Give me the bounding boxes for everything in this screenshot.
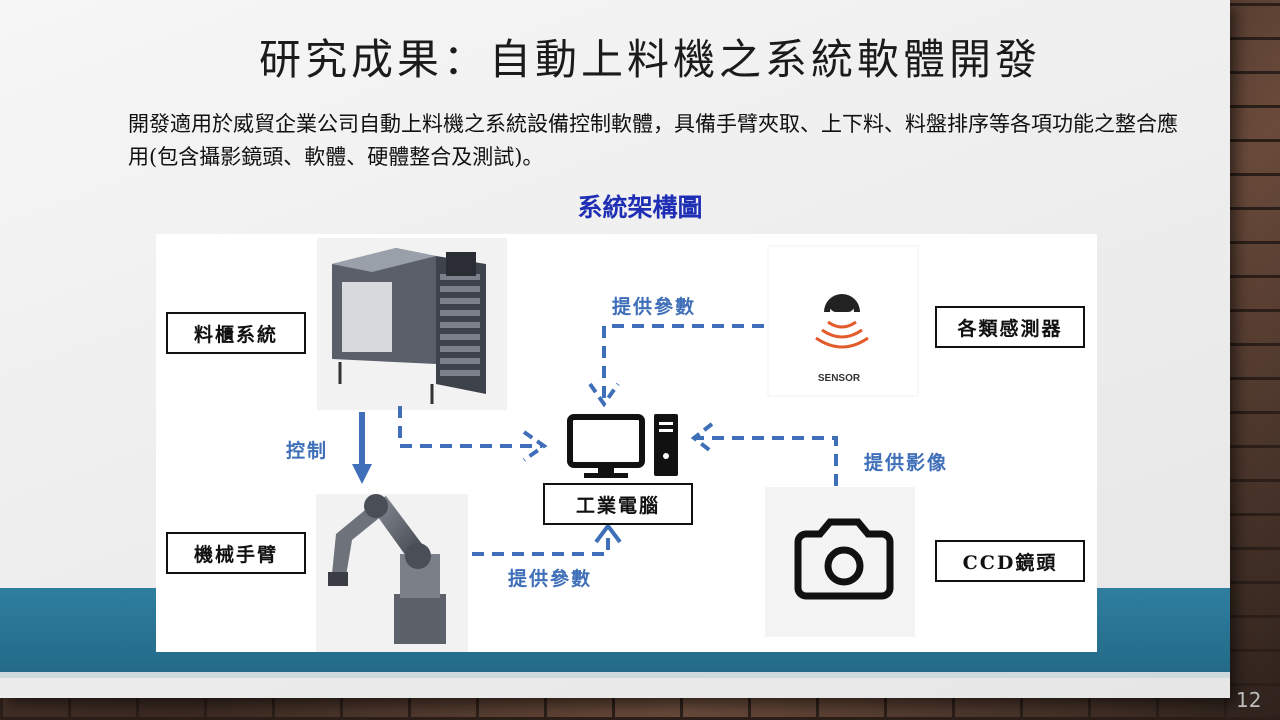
node-material-cabinet: 料櫃系統 bbox=[166, 312, 306, 354]
robot-arm-image bbox=[316, 494, 468, 652]
diagram-graphics: SENSOR bbox=[316, 238, 919, 652]
slide-description: 開發適用於威貿企業公司自動上料機之系統設備控制軟體，具備手臂夾取、上下料、料盤排… bbox=[128, 112, 1178, 169]
camera-icon bbox=[765, 487, 915, 637]
slide-title: 研究成果：自動上料機之系統軟體開發 bbox=[258, 35, 1041, 84]
computer-icon bbox=[567, 414, 678, 478]
node-industrial-pc: 工業電腦 bbox=[543, 483, 693, 525]
diagram-panel: SENSOR bbox=[156, 234, 1097, 652]
label-arm-params: 提供參數 bbox=[508, 568, 593, 590]
material-cabinet-image bbox=[317, 238, 507, 410]
page-number: 12 bbox=[1236, 688, 1262, 712]
node-sensors: 各類感測器 bbox=[935, 306, 1085, 348]
sensor-icon bbox=[767, 245, 919, 397]
node-ccd-lens: CCD鏡頭 bbox=[935, 540, 1085, 582]
label-ccd-images: 提供影像 bbox=[864, 452, 949, 474]
label-sensor-params: 提供參數 bbox=[612, 296, 697, 318]
sensor-caption: SENSOR bbox=[818, 373, 861, 384]
flow-arrows bbox=[352, 324, 838, 556]
node-robot-arm: 機械手臂 bbox=[166, 532, 306, 574]
label-control: 控制 bbox=[286, 440, 329, 462]
teal-band-edge bbox=[0, 672, 1230, 678]
diagram-title: 系統架構圖 bbox=[577, 193, 703, 222]
slide: 研究成果：自動上料機之系統軟體開發 開發適用於威貿企業公司自動上料機之系統設備控… bbox=[0, 0, 1230, 698]
